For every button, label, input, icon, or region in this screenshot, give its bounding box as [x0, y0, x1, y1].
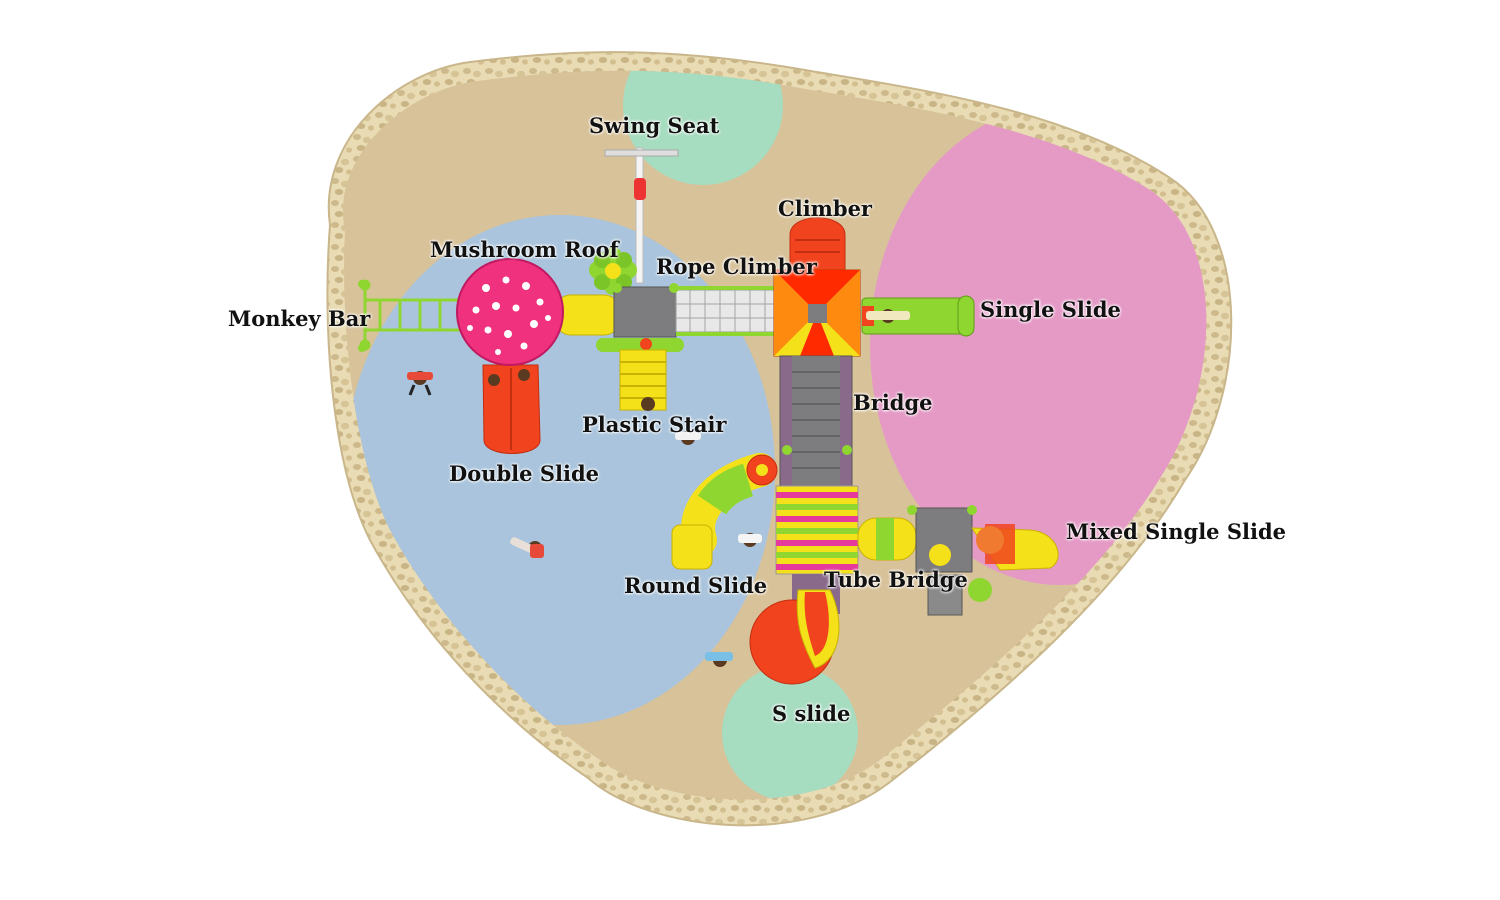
mint-zone-bottom	[722, 665, 858, 800]
single-slide	[861, 295, 975, 337]
label-tube-bridge: Tube Bridge	[824, 567, 968, 592]
label-swing-seat: Swing Seat	[589, 113, 720, 138]
child-figure	[866, 309, 910, 323]
s-slide	[749, 574, 840, 685]
post-markers	[358, 280, 977, 515]
child-figure	[705, 652, 733, 667]
mixed-single-slide	[971, 524, 1059, 571]
child-figure	[641, 397, 655, 411]
label-mushroom-roof: Mushroom Roof	[430, 237, 619, 262]
child-figure	[407, 371, 433, 396]
climber	[789, 217, 846, 271]
left-deck	[596, 286, 684, 352]
flower-ornament	[589, 247, 637, 295]
label-plastic-stair: Plastic Stair	[582, 412, 727, 437]
label-monkey-bar: Monkey Bar	[228, 306, 371, 331]
swing-seat	[604, 147, 679, 284]
pyramid-roof	[773, 269, 861, 357]
label-bridge: Bridge	[853, 390, 933, 415]
striped-tower-roof	[775, 485, 859, 575]
right-deck	[915, 507, 992, 616]
label-climber: Climber	[778, 196, 872, 221]
tube-bridge	[857, 517, 917, 561]
double-slide	[482, 364, 541, 454]
child-figure	[675, 431, 701, 445]
round-slide	[671, 453, 778, 570]
yellow-tube-connector	[554, 294, 621, 336]
label-s-slide: S slide	[772, 701, 851, 726]
mint-zone-top	[623, 70, 783, 185]
label-mixed-single-slide: Mixed Single Slide	[1066, 519, 1287, 544]
child-figure	[488, 369, 530, 386]
label-single-slide: Single Slide	[980, 297, 1121, 322]
label-rope-climber: Rope Climber	[656, 254, 817, 279]
mushroom-roof	[456, 258, 564, 366]
child-figure	[738, 533, 762, 547]
label-double-slide: Double Slide	[449, 461, 599, 486]
bridge	[779, 355, 853, 489]
pink-play-zone	[870, 105, 1207, 585]
rope-climber-net	[675, 286, 779, 336]
child-figure	[510, 537, 544, 558]
label-round-slide: Round Slide	[624, 573, 768, 598]
